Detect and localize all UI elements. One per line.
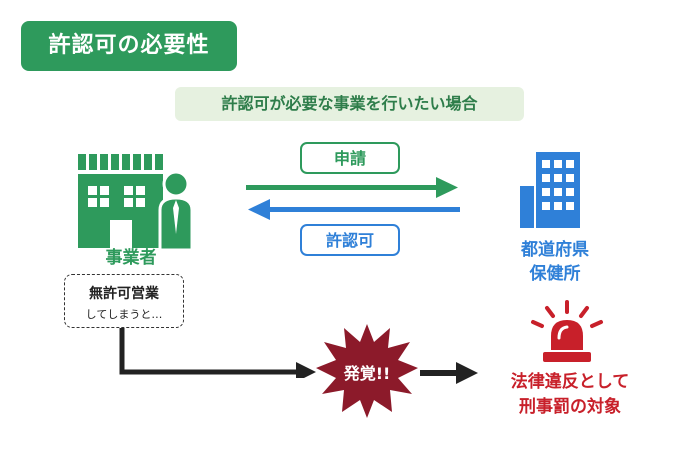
burst-icon	[316, 324, 418, 418]
subtitle-banner: 許認可が必要な事業を行いたい場合	[175, 87, 524, 121]
government-building-icon	[520, 152, 580, 228]
siren-alarm-icon	[531, 300, 603, 362]
approval-label: 許認可	[300, 224, 400, 256]
discovery-flow-arrow	[119, 328, 316, 378]
authority-label-line1: 都道府県	[521, 240, 589, 260]
discovery-label: 発覚!!	[343, 364, 391, 383]
consequence-arrow	[420, 362, 478, 384]
warning-line2: してしまうと…	[85, 308, 163, 321]
application-label: 申請	[300, 142, 400, 174]
warning-line1: 無許可営業	[89, 286, 159, 302]
penalty-label: 法律違反として 刑事罰の対象	[490, 370, 650, 420]
penalty-line1: 法律違反として	[510, 372, 630, 392]
unlicensed-warning-box: 無許可営業 してしまうと…	[64, 274, 184, 328]
application-arrow	[246, 177, 458, 198]
penalty-line2: 刑事罰の対象	[519, 397, 621, 417]
business-operator-label: 事業者	[105, 248, 157, 268]
authority-label-line2: 保健所	[529, 264, 581, 284]
arrow-pair	[246, 177, 460, 220]
approval-arrow	[248, 199, 460, 220]
shop-with-person-icon	[78, 154, 194, 252]
authority-label: 都道府県 保健所	[500, 238, 610, 286]
page-title: 許認可の必要性	[21, 21, 237, 71]
